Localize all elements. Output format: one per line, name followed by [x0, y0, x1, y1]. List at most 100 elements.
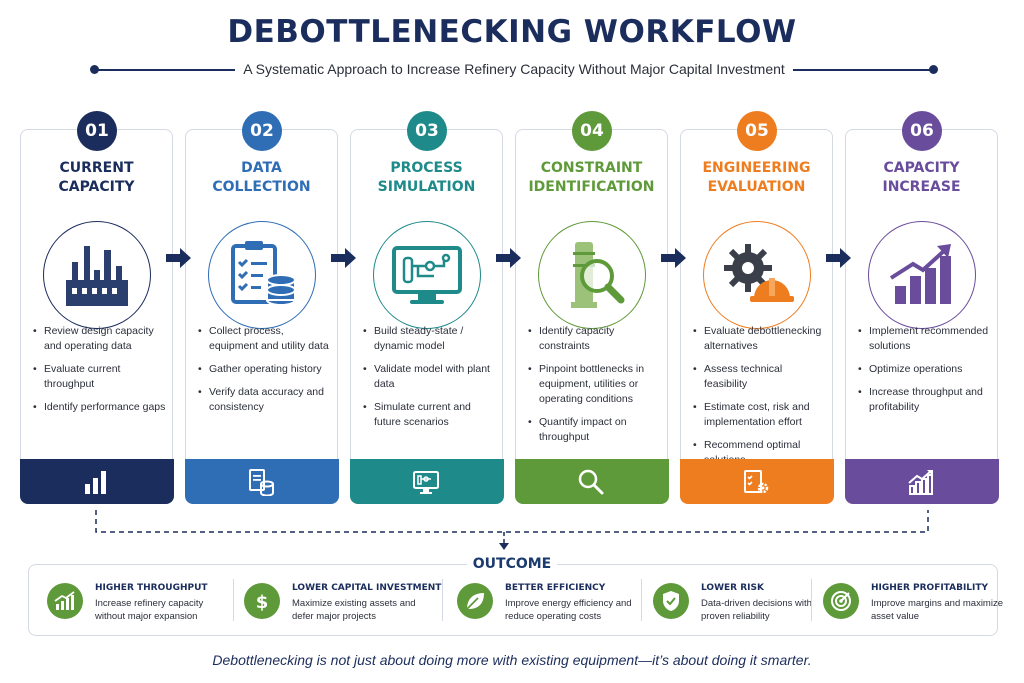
leaf-icon	[466, 593, 484, 610]
growth-chart-icon	[54, 591, 75, 610]
step-card-3: 03 Process Simulation Build steady-state…	[349, 111, 504, 504]
bar-chart-icon	[84, 470, 106, 494]
bullet: Gather operating history	[198, 362, 332, 377]
bullet-list: Build steady-state / dynamic model Valid…	[363, 324, 497, 438]
step-title: Capacity Increase	[882, 160, 961, 195]
outcome-title: HIGHER THROUGHPUT	[95, 583, 208, 593]
step-number: 02	[242, 111, 282, 151]
outcome-desc: Increase refinery capacity without major…	[95, 598, 204, 622]
step-card-1: 01 Current Capacity Review design capaci…	[19, 111, 174, 504]
step-card-5: 05 Engineering Evaluation Evaluate debot…	[679, 111, 834, 504]
arrow-icon	[496, 248, 521, 268]
step-title: Constraint Identification	[528, 160, 655, 195]
outcome-title: LOWER CAPITAL INVESTMENT	[292, 583, 442, 593]
growth-chart-icon	[907, 469, 933, 495]
bullet: Implement recommended solutions	[858, 324, 992, 354]
step-card-6: 06 Capacity Increase Implement recommend…	[844, 111, 999, 504]
arrow-icon	[661, 248, 686, 268]
bullet: Simulate current and future scenarios	[363, 400, 497, 430]
step-footer	[184, 458, 339, 504]
icon-circle	[373, 221, 481, 329]
step-number: 01	[77, 111, 117, 151]
page-title: DEBOTTLENECKING WORKFLOW	[227, 14, 797, 50]
bullet: Identify performance gaps	[33, 400, 167, 415]
bullet: Increase throughput and profitability	[858, 385, 992, 415]
bullet: Evaluate debottlenecking alternatives	[693, 324, 827, 354]
bullet: Optimize operations	[858, 362, 992, 377]
outcome-title: HIGHER PROFITABILITY	[871, 583, 989, 593]
dot-right	[929, 65, 938, 74]
step-number: 06	[902, 111, 942, 151]
subtitle-row: A Systematic Approach to Increase Refine…	[90, 60, 938, 80]
growth-chart-icon	[889, 244, 951, 304]
target-icon	[831, 591, 851, 611]
step-number: 05	[737, 111, 777, 151]
clipboard-database-icon	[231, 241, 296, 306]
bullet: Review design capacity and operating dat…	[33, 324, 167, 354]
refinery-icon	[66, 246, 128, 306]
bullet-list: Review design capacity and operating dat…	[33, 324, 167, 423]
outcome-desc: Improve margins and maximize asset value	[871, 598, 1003, 622]
step-footer	[349, 458, 504, 504]
step-title: Current Capacity	[58, 160, 135, 195]
step-footer	[514, 458, 669, 504]
shield-check-icon	[663, 591, 679, 611]
bullet: Build steady-state / dynamic model	[363, 324, 497, 354]
bullet: Collect process, equipment and utility d…	[198, 324, 332, 354]
outcome-connector	[95, 510, 929, 550]
icon-circle	[868, 221, 976, 329]
arrow-icon	[166, 248, 191, 268]
magnifier-icon	[578, 469, 603, 494]
column-magnifier-icon	[571, 242, 625, 308]
step-number: 03	[407, 111, 447, 151]
outcome-icon-bg	[47, 583, 83, 619]
step-card-2: 02 Data Collection Collect process, equi…	[184, 111, 339, 504]
monitor-flowsheet-icon	[392, 246, 462, 304]
bullet-list: Collect process, equipment and utility d…	[198, 324, 332, 423]
bullet: Identify capacity constraints	[528, 324, 662, 354]
outcome-panel: HIGHER THROUGHPUT Increase refinery capa…	[28, 564, 1003, 636]
monitor-icon	[412, 470, 439, 494]
bullet-list: Identify capacity constraints Pinpoint b…	[528, 324, 662, 453]
icon-circle	[703, 221, 811, 329]
step-title: Data Collection	[212, 160, 311, 195]
gear-hardhat-icon	[724, 244, 794, 302]
outcome-label: OUTCOME	[466, 556, 558, 572]
checklist-gear-icon	[743, 469, 768, 493]
bullet: Quantify impact on throughput	[528, 415, 662, 445]
tagline: Debottlenecking is not just about doing …	[212, 652, 812, 668]
bullet: Evaluate current throughput	[33, 362, 167, 392]
bullet-list: Evaluate debottlenecking alternatives As…	[693, 324, 827, 476]
outcome-title: LOWER RISK	[701, 583, 764, 593]
step-footer	[844, 458, 999, 504]
step-number: 04	[572, 111, 612, 151]
icon-circle	[208, 221, 316, 329]
bullet: Validate model with plant data	[363, 362, 497, 392]
arrow-icon	[826, 248, 851, 268]
step-title: Engineering Evaluation	[702, 160, 811, 195]
dollar-icon: $	[256, 592, 269, 613]
outcome-desc: Improve energy efficiency and reduce ope…	[505, 598, 632, 622]
icon-circle	[538, 221, 646, 329]
bullet: Estimate cost, risk and implementation e…	[693, 400, 827, 430]
bullet: Pinpoint bottlenecks in equipment, utili…	[528, 362, 662, 407]
outcome-icon-bg	[823, 583, 859, 619]
outcome-title: BETTER EFFICIENCY	[505, 583, 606, 593]
bullet: Assess technical feasibility	[693, 362, 827, 392]
outcome-icon-bg	[653, 583, 689, 619]
outcome-icon-bg: $	[244, 583, 280, 619]
subtitle: A Systematic Approach to Increase Refine…	[235, 61, 793, 77]
bullet-list: Implement recommended solutions Optimize…	[858, 324, 992, 423]
arrow-icon	[331, 248, 356, 268]
outcome-icon-bg	[457, 583, 493, 619]
step-card-4: 04 Constraint Identification Identify ca…	[514, 111, 669, 504]
bullet: Verify data accuracy and consistency	[198, 385, 332, 415]
svg-text:$: $	[256, 592, 269, 613]
document-database-icon	[248, 468, 274, 496]
step-footer	[679, 458, 834, 504]
step-title: Process Simulation	[377, 160, 476, 195]
outcome-desc: Maximize existing assets and defer major…	[292, 598, 416, 622]
step-footer	[19, 458, 174, 504]
outcome-desc: Data-driven decisions with proven reliab…	[701, 598, 812, 622]
icon-circle	[43, 221, 151, 329]
